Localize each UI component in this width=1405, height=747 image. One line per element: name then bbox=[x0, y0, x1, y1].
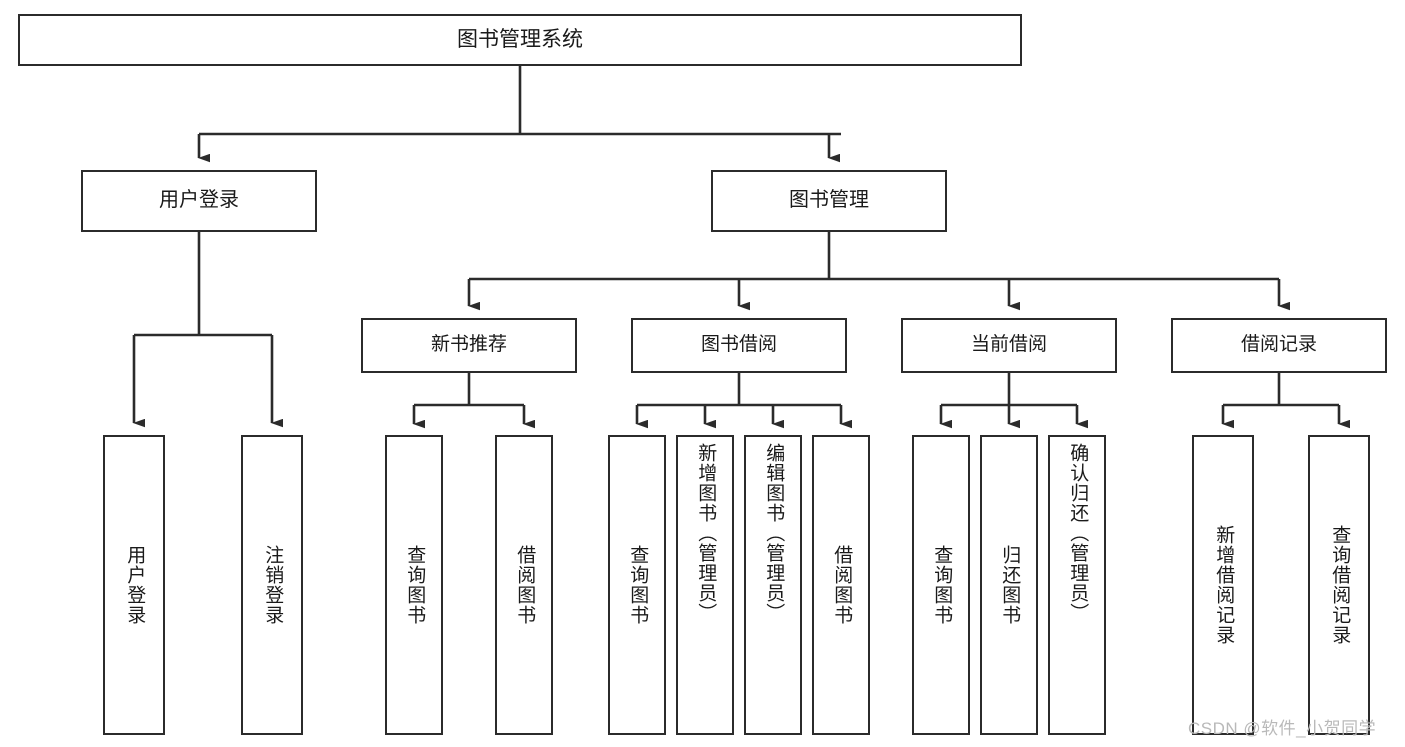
node-book-borrow[interactable]: 图书借阅 bbox=[631, 318, 847, 373]
leaf-current-confirm-return-admin[interactable]: 确认归还（管理员） bbox=[1048, 435, 1106, 735]
leaf-borrow-edit-book-admin[interactable]: 编辑图书（管理员） bbox=[744, 435, 802, 735]
leaf-borrow-query-book[interactable]: 查询图书 bbox=[608, 435, 666, 735]
leaf-record-add-record[interactable]: 新增借阅记录 bbox=[1192, 435, 1254, 735]
node-label: 图书管理系统 bbox=[457, 27, 583, 51]
leaf-label: 注销登录 bbox=[262, 545, 284, 625]
leaf-current-query-book[interactable]: 查询图书 bbox=[912, 435, 970, 735]
node-label: 图书借阅 bbox=[700, 334, 777, 356]
leaf-label: 用户登录 bbox=[124, 545, 146, 625]
leaf-label: 新增图书（管理员） bbox=[695, 443, 717, 623]
watermark: CSDN @软件_小贺同学 bbox=[1188, 719, 1377, 738]
leaf-label: 查询借阅记录 bbox=[1329, 525, 1351, 645]
node-book-management[interactable]: 图书管理 bbox=[711, 170, 947, 232]
leaf-label: 新增借阅记录 bbox=[1213, 525, 1235, 645]
leaf-label: 借阅图书 bbox=[831, 545, 853, 625]
leaf-label: 借阅图书 bbox=[514, 545, 536, 625]
node-new-book-recommend[interactable]: 新书推荐 bbox=[361, 318, 577, 373]
leaf-label: 查询图书 bbox=[404, 545, 426, 625]
leaf-current-return-book[interactable]: 归还图书 bbox=[980, 435, 1038, 735]
node-current-borrow[interactable]: 当前借阅 bbox=[901, 318, 1117, 373]
leaf-label: 查询图书 bbox=[931, 545, 953, 625]
node-borrow-record[interactable]: 借阅记录 bbox=[1171, 318, 1387, 373]
node-user-login[interactable]: 用户登录 bbox=[81, 170, 317, 232]
leaf-recommend-borrow-book[interactable]: 借阅图书 bbox=[495, 435, 553, 735]
node-label: 图书管理 bbox=[789, 189, 869, 212]
leaf-label: 确认归还（管理员） bbox=[1067, 443, 1089, 623]
leaf-label: 归还图书 bbox=[999, 545, 1021, 625]
leaf-recommend-query-book[interactable]: 查询图书 bbox=[385, 435, 443, 735]
leaf-record-query-record[interactable]: 查询借阅记录 bbox=[1308, 435, 1370, 735]
node-root-system[interactable]: 图书管理系统 bbox=[18, 14, 1022, 66]
node-label: 当前借阅 bbox=[970, 334, 1047, 356]
node-label: 用户登录 bbox=[159, 189, 239, 212]
leaf-user-login-logout[interactable]: 注销登录 bbox=[241, 435, 303, 735]
node-label: 借阅记录 bbox=[1240, 334, 1317, 356]
leaf-label: 编辑图书（管理员） bbox=[763, 443, 785, 623]
leaf-user-login-signin[interactable]: 用户登录 bbox=[103, 435, 165, 735]
leaf-label: 查询图书 bbox=[627, 545, 649, 625]
node-label: 新书推荐 bbox=[430, 334, 507, 356]
leaf-borrow-add-book-admin[interactable]: 新增图书（管理员） bbox=[676, 435, 734, 735]
leaf-borrow-borrow-book[interactable]: 借阅图书 bbox=[812, 435, 870, 735]
